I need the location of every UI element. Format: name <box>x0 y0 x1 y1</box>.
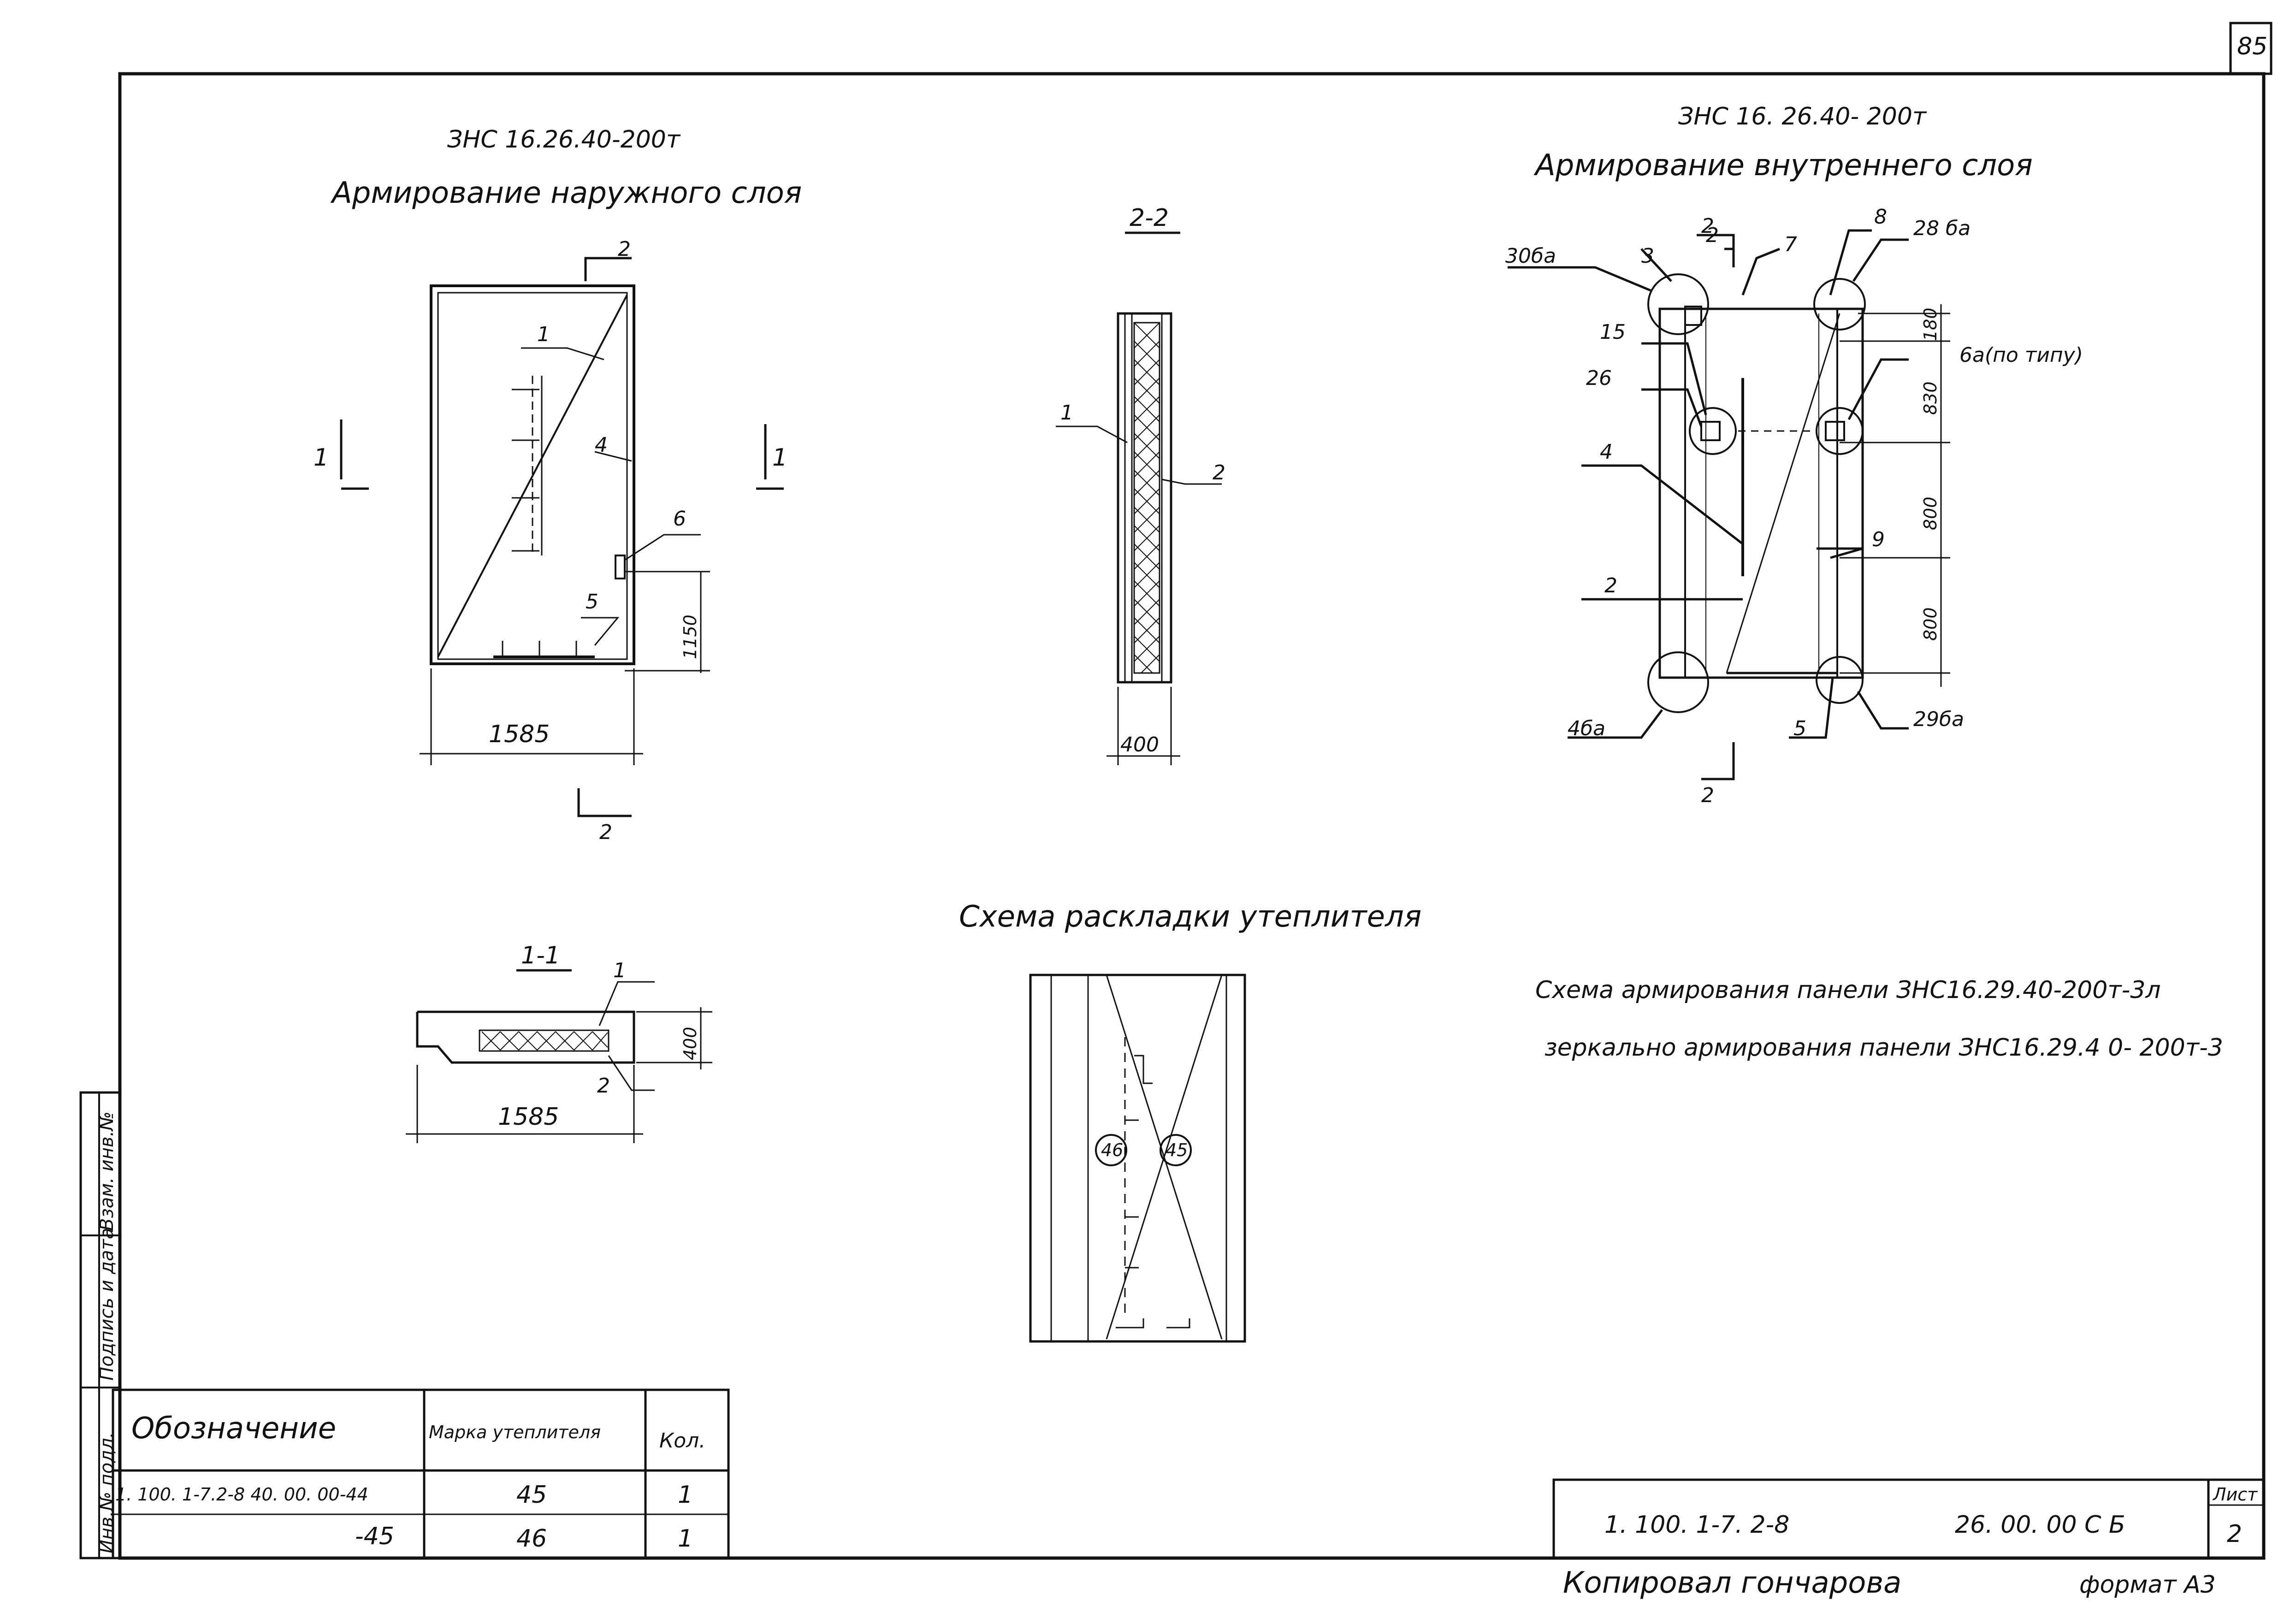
inner-dim-note: 6а(по типу) <box>1959 343 2083 367</box>
inner-callout-4ba: 4ба <box>1568 717 1605 740</box>
stamp-podpis-data: Подпись и дата <box>96 1228 118 1381</box>
outer-label-5: 5 <box>586 590 598 614</box>
inner-callout-5: 5 <box>1793 717 1806 740</box>
inner-dim-800-a: 800 <box>1920 496 1941 530</box>
outer-dim-width: 1585 <box>489 720 550 748</box>
copied-by: Копировал гончарова <box>1563 1566 1901 1600</box>
outer-label-6: 6 <box>673 507 686 531</box>
inner-dim-180: 180 <box>1920 307 1941 341</box>
section-1-1: 1-1 1 2 1585 400 <box>406 942 712 1143</box>
inner-callout-29ba: 29ба <box>1913 708 1964 731</box>
section-1-1-dim-height: 400 <box>680 1027 700 1060</box>
section-2-2: 2-2 1 2 400 <box>1056 204 1225 765</box>
outer-section-mark-bottom: 2 <box>599 821 612 844</box>
outer-layer-view: ЗНС 16.26.40-200т Армирование наружного … <box>314 126 802 844</box>
inner-section-mark-bottom: 2 <box>1701 784 1714 807</box>
page-number: 85 <box>2237 33 2267 60</box>
outer-label-1: 1 <box>537 323 550 346</box>
insulation-scheme: Схема раскладки утеплителя 46 45 <box>959 900 1421 1343</box>
title-block-code: 1. 100. 1-7. 2-8 <box>1604 1511 1789 1539</box>
inner-dim-830: 830 <box>1920 381 1941 415</box>
table-header-qty: Кол. <box>659 1429 705 1453</box>
title-block: 1. 100. 1-7. 2-8 26. 00. 00 С Б Лист 2 <box>1552 1478 2265 1559</box>
outer-section-cut-left: 1 <box>314 444 329 472</box>
inner-callout-26: 26 <box>1586 366 1612 390</box>
outer-section-cut-right: 1 <box>772 444 787 472</box>
table-header-designation: Обозначение <box>131 1411 336 1446</box>
inner-callout-4: 4 <box>1600 440 1613 464</box>
outer-label-4: 4 <box>595 433 608 457</box>
outer-layer-code: ЗНС 16.26.40-200т <box>447 126 681 154</box>
outer-dim-height: 1150 <box>680 614 700 659</box>
title-block-list-number: 2 <box>2227 1520 2242 1548</box>
inner-layer-title: Армирование внутреннего слоя <box>1533 148 2033 183</box>
inner-callout-8: 8 <box>1874 205 1887 229</box>
note-line-1: Схема армирования панели ЗНС16.29.40-200… <box>1535 976 2161 1004</box>
sheet-frame <box>79 22 2272 1560</box>
inner-callout-3: 3 <box>1641 244 1654 268</box>
title-block-code-right: 26. 00. 00 С Б <box>1955 1511 2125 1539</box>
note-line-2: зеркально армирования панели ЗНС16.29.4 … <box>1544 1034 2223 1062</box>
table-row-2-designation: -45 <box>355 1523 394 1550</box>
section-2-2-label-2: 2 <box>1213 461 1225 484</box>
section-2-2-label-1: 1 <box>1060 401 1073 425</box>
spec-table: Обозначение Марка утеплителя Кол. 1. 100… <box>112 1388 730 1559</box>
insulation-scheme-title: Схема раскладки утеплителя <box>959 900 1421 934</box>
inner-callout-2-top: 2 <box>1706 224 1719 247</box>
section-1-1-label-2: 2 <box>597 1074 610 1098</box>
inner-callout-9: 9 <box>1872 528 1885 551</box>
insulation-marker-45: 45 <box>1166 1140 1188 1160</box>
stamp-vzam-inv: Взам. инв.№ <box>96 1111 118 1231</box>
inner-callout-15: 15 <box>1600 320 1626 344</box>
title-block-list-label: Лист <box>2212 1484 2258 1505</box>
table-header-insulation: Марка утеплителя <box>429 1422 601 1442</box>
inner-layer-code: ЗНС 16. 26.40- 200т <box>1678 103 1927 130</box>
inner-callout-2: 2 <box>1604 574 1617 597</box>
table-row-2-mark: 46 <box>516 1525 547 1553</box>
inner-callout-7: 7 <box>1784 233 1797 256</box>
table-row-1-mark: 45 <box>516 1481 547 1509</box>
section-1-1-label-1: 1 <box>613 959 626 982</box>
inner-callout-30ba: 30ба <box>1505 244 1556 268</box>
inner-section-mark-top: 2 <box>1701 214 1714 238</box>
section-2-2-title: 2-2 <box>1130 204 1169 232</box>
sheet-format: формат А3 <box>2079 1571 2216 1599</box>
section-2-2-dim: 400 <box>1120 733 1159 756</box>
table-row-1-designation: 1. 100. 1-7.2-8 40. 00. 00-44 <box>115 1484 368 1505</box>
inner-layer-view: ЗНС 16. 26.40- 200т Армирование внутренн… <box>1505 103 2083 807</box>
inner-callout-28ba: 28 бa <box>1913 217 1971 240</box>
stamp-inv-podl: Инв.№ подл. <box>96 1432 118 1553</box>
section-1-1-dim-width: 1585 <box>498 1103 559 1131</box>
outer-layer-title: Армирование наружного слоя <box>330 176 802 210</box>
outer-section-mark-top: 2 <box>618 237 631 261</box>
insulation-marker-46: 46 <box>1101 1140 1123 1160</box>
table-row-2-qty: 1 <box>678 1525 693 1553</box>
table-row-1-qty: 1 <box>678 1481 693 1509</box>
section-1-1-title: 1-1 <box>521 942 560 969</box>
inner-dim-800-b: 800 <box>1920 607 1941 641</box>
